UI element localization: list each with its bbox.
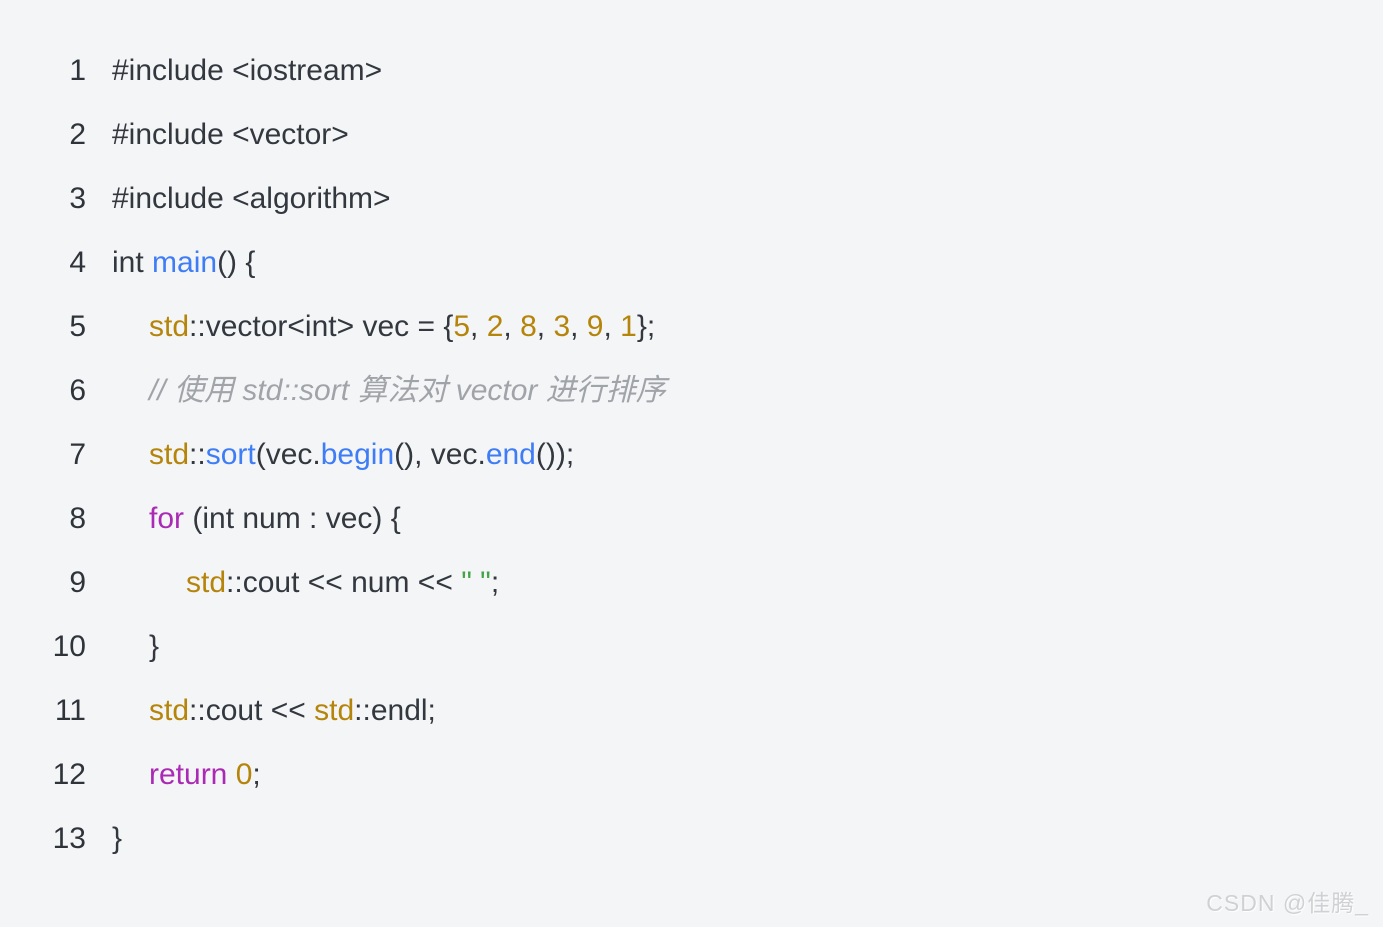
line-number: 11 bbox=[54, 694, 86, 727]
code-token-number: 1 bbox=[620, 310, 637, 343]
code-line-content: #include <algorithm> bbox=[112, 167, 391, 231]
code-token-plain: ::cout << bbox=[189, 694, 315, 727]
code-token-plain: :: bbox=[189, 438, 206, 471]
code-token-builtin: std bbox=[186, 566, 227, 599]
code-token-builtin: std bbox=[149, 310, 190, 343]
code-line: 11 std::cout << std::endl; bbox=[0, 679, 1383, 743]
line-number: 3 bbox=[69, 182, 86, 215]
code-token-plain: ; bbox=[252, 758, 261, 791]
code-line-content: // 使用 std::sort 算法对 vector 进行排序 bbox=[112, 359, 666, 423]
code-line-content: std::sort(vec.begin(), vec.end()); bbox=[112, 423, 574, 487]
code-line: 3 #include <algorithm> bbox=[0, 167, 1383, 231]
code-token-plain: } bbox=[149, 630, 160, 663]
code-token-plain: } bbox=[112, 822, 123, 855]
code-token-plain bbox=[227, 758, 235, 791]
code-line-content: std::cout << num << " "; bbox=[112, 551, 499, 615]
code-line-content: } bbox=[112, 807, 122, 871]
code-token-plain: }; bbox=[636, 310, 656, 343]
code-token-keyword: return bbox=[149, 758, 228, 791]
line-number: 7 bbox=[69, 438, 86, 471]
line-number: 9 bbox=[69, 566, 86, 599]
code-line: 1 #include <iostream> bbox=[0, 39, 1383, 103]
line-number: 4 bbox=[69, 246, 86, 279]
code-token-keyword: for bbox=[149, 502, 185, 535]
line-number: 5 bbox=[69, 310, 86, 343]
code-token-plain: , bbox=[503, 310, 521, 343]
code-line-content: int main() { bbox=[112, 231, 255, 295]
code-token-plain: ; bbox=[490, 566, 500, 599]
code-line: 12 return 0; bbox=[0, 743, 1383, 807]
line-number: 8 bbox=[69, 502, 86, 535]
code-token-number: 9 bbox=[586, 310, 604, 343]
code-token-builtin: std bbox=[314, 694, 355, 727]
line-number: 10 bbox=[52, 630, 86, 663]
code-line: 6 // 使用 std::sort 算法对 vector 进行排序 bbox=[0, 359, 1383, 423]
code-line: 7 std::sort(vec.begin(), vec.end()); bbox=[0, 423, 1383, 487]
code-line-content: #include <iostream> bbox=[112, 39, 382, 103]
csdn-watermark: CSDN @佳腾_ bbox=[1206, 890, 1369, 916]
code-line: 2 #include <vector> bbox=[0, 103, 1383, 167]
code-line: 5 std::vector<int> vec = {5, 2, 8, 3, 9,… bbox=[0, 295, 1383, 359]
code-token-plain: , bbox=[470, 310, 487, 343]
code-token-plain: (int num : vec) { bbox=[184, 502, 401, 535]
code-token-function: main bbox=[152, 246, 218, 279]
code-token-plain: ::vector<int> vec = { bbox=[189, 310, 454, 343]
code-token-plain: , bbox=[603, 310, 621, 343]
code-line: 8 for (int num : vec) { bbox=[0, 487, 1383, 551]
code-token-string: " " bbox=[461, 566, 491, 599]
code-token-plain: int bbox=[112, 246, 153, 279]
code-line: 4 int main() { bbox=[0, 231, 1383, 295]
code-token-number: 5 bbox=[453, 310, 471, 343]
code-token-number: 3 bbox=[553, 310, 571, 343]
code-line: 10 } bbox=[0, 615, 1383, 679]
code-line-content: #include <vector> bbox=[112, 103, 349, 167]
code-token-plain: #include <algorithm> bbox=[112, 182, 391, 215]
code-token-plain: #include <vector> bbox=[112, 118, 349, 151]
code-token-plain: #include <iostream> bbox=[112, 54, 383, 87]
code-token-comment: // 使用 std::sort 算法对 vector 进行排序 bbox=[149, 374, 666, 407]
code-line-content: } bbox=[112, 615, 159, 679]
code-line-content: return 0; bbox=[112, 743, 261, 807]
code-token-builtin: std bbox=[149, 694, 190, 727]
code-token-function: begin bbox=[320, 438, 395, 471]
line-number: 13 bbox=[52, 822, 86, 855]
code-line: 9 std::cout << num << " "; bbox=[0, 551, 1383, 615]
code-token-plain: , bbox=[570, 310, 587, 343]
code-token-function: sort bbox=[205, 438, 256, 471]
code-block: 1 #include <iostream> 2 #include <vector… bbox=[0, 39, 1383, 871]
code-token-plain: ::cout << num << bbox=[226, 566, 462, 599]
line-number: 6 bbox=[69, 374, 86, 407]
line-number: 12 bbox=[52, 758, 86, 791]
code-token-plain: , bbox=[536, 310, 554, 343]
code-token-number: 0 bbox=[235, 758, 253, 791]
code-token-function: end bbox=[485, 438, 536, 471]
code-line-content: for (int num : vec) { bbox=[112, 487, 401, 551]
line-number: 1 bbox=[69, 54, 86, 87]
code-token-plain: (), vec. bbox=[394, 438, 486, 471]
code-token-plain: ::endl; bbox=[354, 694, 436, 727]
code-token-plain: () { bbox=[217, 246, 256, 279]
line-number: 2 bbox=[69, 118, 86, 151]
code-token-builtin: std bbox=[149, 438, 190, 471]
code-line-content: std::vector<int> vec = {5, 2, 8, 3, 9, 1… bbox=[112, 295, 655, 359]
code-line: 13 } bbox=[0, 807, 1383, 871]
code-token-number: 2 bbox=[486, 310, 504, 343]
code-token-plain: (vec. bbox=[255, 438, 321, 471]
code-line-content: std::cout << std::endl; bbox=[112, 679, 436, 743]
code-token-plain: ()); bbox=[535, 438, 575, 471]
code-token-number: 8 bbox=[520, 310, 537, 343]
